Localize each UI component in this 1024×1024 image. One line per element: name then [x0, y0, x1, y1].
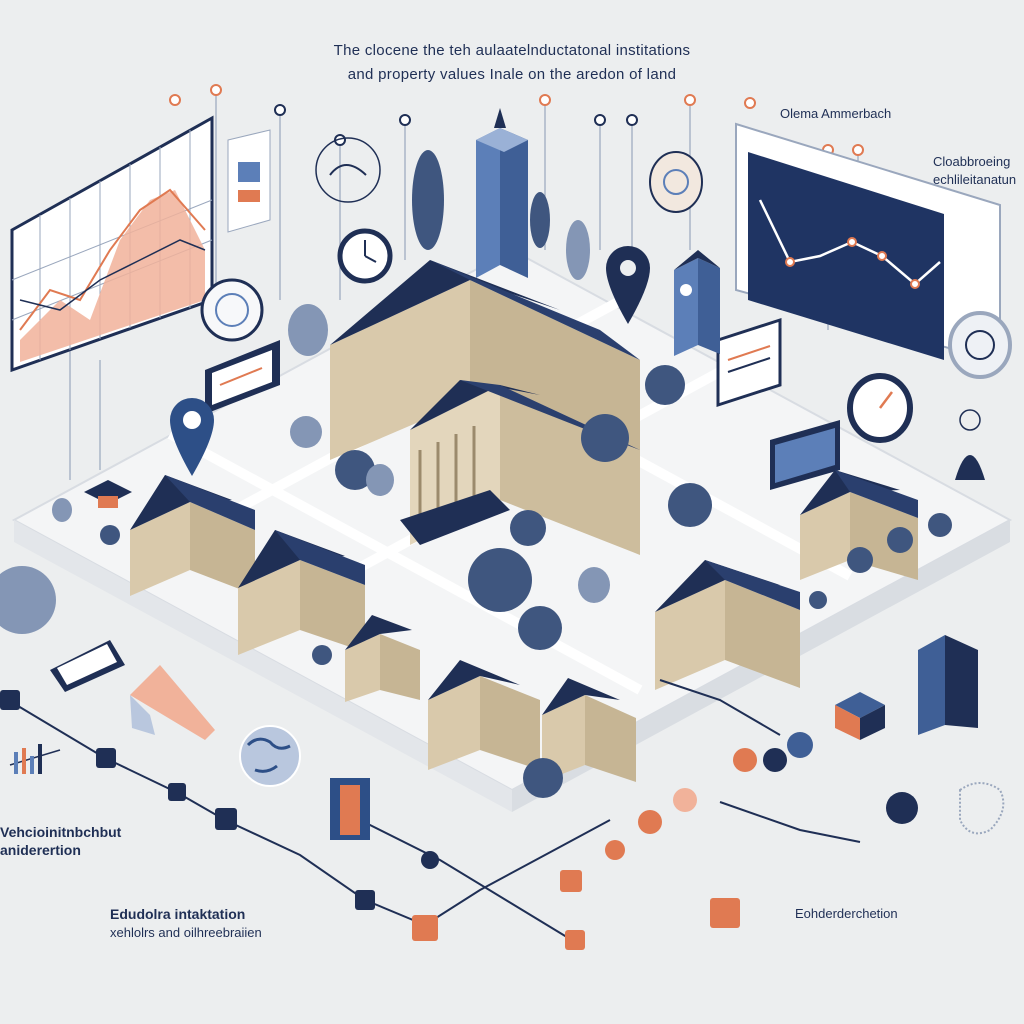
book-icon — [330, 778, 370, 840]
box-icon — [835, 692, 885, 740]
map-pin-icon-secondary — [606, 246, 650, 324]
document-stack-icon — [770, 420, 840, 490]
map-pin-icon — [170, 398, 214, 476]
clock-icon — [337, 228, 393, 284]
label-bottom-left-1: Edudolra intaktation — [110, 906, 246, 922]
person-figure-icon — [955, 409, 985, 480]
house-bottom-1 — [428, 660, 540, 770]
house-left-2 — [238, 530, 365, 655]
house-bottom-2 — [542, 678, 636, 782]
monitor-icon — [205, 340, 280, 414]
house-left-3 — [345, 615, 420, 702]
timeline-nodes — [0, 690, 918, 950]
badge-icon — [649, 151, 703, 213]
label-bottom-right: Eohderderchetion — [795, 906, 898, 921]
dashboard-card-icon — [227, 129, 271, 233]
clock-tower — [674, 250, 720, 356]
target-icon — [200, 278, 264, 342]
gauge-icon — [847, 373, 913, 443]
world-map-fragment-icon — [959, 782, 1005, 835]
label-right-upper-1: Cloabbroeing — [933, 154, 1011, 169]
graduation-cap-icon — [84, 480, 132, 508]
title-line-1: The clocene the teh aulaatelnductatonal … — [333, 42, 691, 59]
globe-icon — [239, 725, 301, 787]
books-stack-icon — [918, 635, 978, 735]
label-bottom-left-2: xehlolrs and oilhreebraiien — [110, 925, 262, 940]
title-line-2: and property values Inale on the aredon … — [347, 66, 677, 83]
label-right-upper-2: echlileitanatun — [933, 172, 1017, 187]
house-left-1 — [130, 475, 255, 596]
area-chart-icon — [10, 115, 214, 373]
house-right-1 — [655, 560, 800, 690]
pin-dots — [169, 84, 998, 271]
tablet-icon — [50, 640, 125, 692]
trees — [0, 150, 952, 798]
pencil-icon — [130, 665, 215, 740]
handshake-icon — [315, 137, 381, 203]
label-left-middle-1: Vehcioinitnbchbut — [0, 824, 122, 840]
timeline-connector-lines — [7, 679, 861, 943]
gauge-icon-secondary — [948, 311, 1012, 379]
label-left-middle-2: aniderertion — [0, 842, 81, 858]
bar-chart-mini-icon — [9, 744, 61, 774]
central-library — [400, 380, 640, 555]
office-tower — [476, 108, 528, 278]
sign-board-icon — [716, 317, 782, 408]
label-top-right: Olema Ammerbach — [780, 106, 892, 121]
line-chart-icon — [735, 122, 1001, 364]
